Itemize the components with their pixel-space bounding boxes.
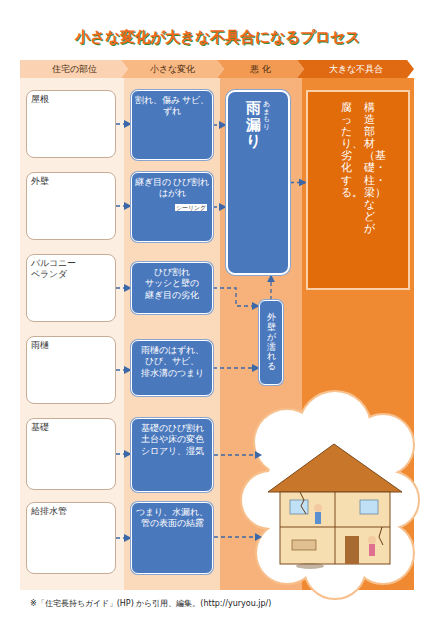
change-text: 雨樋のはずれ、 ひび、サビ、 排水溝のつまり xyxy=(134,345,210,379)
defect-text: 腐ったり、劣化する。 xyxy=(341,102,352,199)
cloud-arrow-head xyxy=(255,451,262,541)
change-text: つまり、水漏れ、 管の表面の結露 xyxy=(134,507,210,530)
column-ground xyxy=(20,78,414,590)
part-name: 給排水管 xyxy=(31,506,111,517)
header-text: 小さな変化 xyxy=(150,63,195,76)
dashed-arrow xyxy=(116,537,131,538)
column-header: 大きな不具合 xyxy=(297,60,414,78)
damaged-house xyxy=(268,444,402,569)
dashed-arrow xyxy=(116,123,131,124)
damaged-house-part xyxy=(360,500,378,514)
part-label: シーリング xyxy=(175,204,207,211)
column-header: 小さな変化 xyxy=(121,60,224,78)
damaged-house-part xyxy=(379,527,383,545)
damaged-house-part xyxy=(369,544,375,556)
diagram-title: 小さな変化が大きな不具合になるプロセス xyxy=(0,28,435,47)
house-part-box: 外壁 xyxy=(26,172,116,240)
change-text: 割れ、傷み サビ、ずれ xyxy=(134,95,210,118)
dashed-arrow xyxy=(270,275,271,300)
wet-text: 外壁が濡れる xyxy=(267,313,276,372)
leak-text: 雨漏り xyxy=(246,100,261,150)
damaged-house-part xyxy=(296,563,324,569)
damage-cloud xyxy=(242,392,418,598)
part-name: バルコニー ベランダ xyxy=(31,258,111,281)
cloud-arrow-head-part xyxy=(255,451,262,459)
damaged-house-part xyxy=(280,492,390,564)
house-part-box: 屋根 xyxy=(26,90,116,158)
small-change-box: つまり、水漏れ、 管の表面の結露 xyxy=(131,502,213,574)
damaged-house-part xyxy=(368,536,376,544)
damaged-house-part xyxy=(268,444,402,492)
damaged-house-part xyxy=(314,504,322,512)
house-part-box: バルコニー ベランダ xyxy=(26,254,116,322)
header-text: 悪 化 xyxy=(250,63,271,76)
small-change-box: 基礎のひび割れ 土台や床の変色 シロアリ、湿気 xyxy=(131,418,213,492)
damaged-house-part xyxy=(315,512,321,524)
header-text: 大きな不具合 xyxy=(329,63,383,76)
house-part-box: 雨樋 xyxy=(26,336,116,404)
change-text: ひび割れ サッシと壁の 継ぎ目の劣化 xyxy=(134,267,210,301)
damage-cloud-part xyxy=(242,392,418,598)
part-name: 基礎 xyxy=(31,422,111,433)
damaged-house-part xyxy=(290,500,308,514)
dashed-arrow xyxy=(116,287,131,288)
dashed-arrow xyxy=(116,205,131,206)
damaged-house-part xyxy=(292,540,316,550)
source-caption: ※「住宅長持ちガイド」(HP) から引用、編集。(http://yuryou.j… xyxy=(30,598,271,609)
dashed-arrow xyxy=(116,369,131,370)
part-name: 屋根 xyxy=(31,94,111,105)
damaged-house-part xyxy=(300,492,306,514)
leak-box: 雨漏りあまもり xyxy=(226,90,290,275)
damaged-house-part xyxy=(345,536,359,564)
change-text: 継ぎ目の ひび割れ はがれ xyxy=(134,177,210,200)
defect-text: 構造部材（基礎・柱・梁）などが xyxy=(364,102,375,235)
dashed-arrow xyxy=(116,453,131,454)
cloud-arrow-part xyxy=(214,536,256,537)
dashed-arrow xyxy=(213,288,259,306)
defect-box: 構造部材（基礎・柱・梁）などが 腐ったり、劣化する。 xyxy=(306,90,410,290)
small-change-box: ひび割れ サッシと壁の 継ぎ目の劣化 xyxy=(131,262,213,314)
small-change-box: 割れ、傷み サビ、ずれ xyxy=(131,90,213,160)
header-text: 住宅の部位 xyxy=(52,63,97,76)
change-text: 基礎のひび割れ 土台や床の変色 シロアリ、湿気 xyxy=(134,423,210,457)
cloud-arrow-head-part xyxy=(255,533,262,541)
column-ground-part xyxy=(124,78,220,590)
part-name: 外壁 xyxy=(31,176,111,187)
column-header: 住宅の部位 xyxy=(20,60,128,78)
damaged-house-part xyxy=(335,492,336,564)
dashed-arrow xyxy=(213,367,259,368)
column-header: 悪 化 xyxy=(217,60,304,78)
cloud-arrow-part xyxy=(214,454,256,455)
damage-cloud-part xyxy=(242,392,418,598)
column-ground-part xyxy=(20,78,124,590)
house-part-box: 給排水管 xyxy=(26,502,116,574)
small-change-box: 雨樋のはずれ、 ひび、サビ、 排水溝のつまり xyxy=(131,340,213,396)
dashed-arrow xyxy=(213,124,226,125)
dashed-arrow xyxy=(290,182,306,183)
cloud-arrow xyxy=(214,455,256,537)
dashed-arrow xyxy=(213,206,226,207)
wet-wall-box: 外壁が濡れる xyxy=(259,300,283,385)
part-name: 雨樋 xyxy=(31,340,111,351)
ruby-text: あまもり xyxy=(263,101,270,132)
house-part-box: 基礎 xyxy=(26,418,116,490)
